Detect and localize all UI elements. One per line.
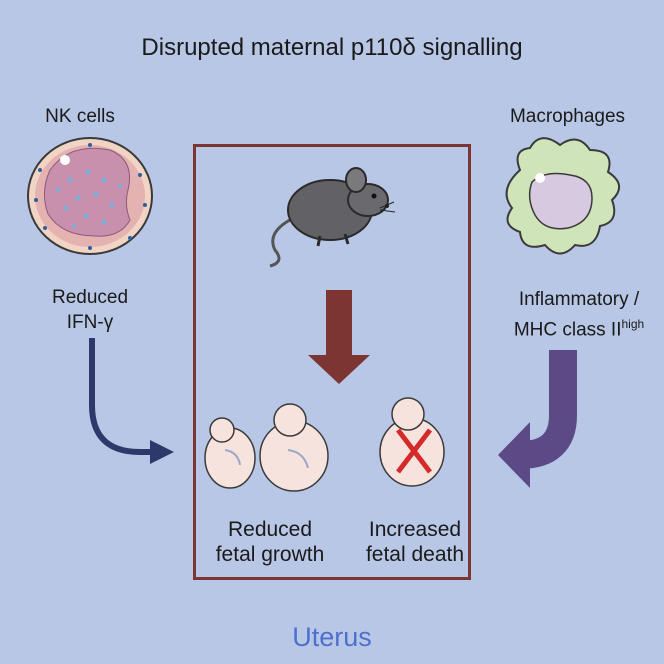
fetus-dead-icon xyxy=(379,397,445,487)
macrophage-effect-label: Inflammatory / MHC class IIhigh xyxy=(494,287,664,342)
reduced-growth-line1: Reduced xyxy=(227,518,313,541)
nk-arrow-icon xyxy=(89,338,174,464)
reduced-growth-label: Reduced fetal growth xyxy=(205,517,335,567)
macrophage-icon xyxy=(505,137,620,255)
nk-effect-label: Reduced IFN-γ xyxy=(35,285,145,335)
nk-cell-icon xyxy=(27,137,153,255)
nk-cells-label: NK cells xyxy=(45,106,115,127)
nk-effect-line2: IFN-γ xyxy=(66,312,114,333)
increased-death-label: Increased fetal death xyxy=(355,517,475,567)
down-arrow-icon xyxy=(308,290,370,384)
figure-title: Disrupted maternal p110δ signalling xyxy=(141,34,523,61)
cross-icon xyxy=(396,428,432,474)
macrophage-arrow-icon xyxy=(498,350,577,488)
fetus-medium-icon xyxy=(259,403,329,492)
outcome-box xyxy=(193,144,471,580)
macrophage-effect-sup: high xyxy=(621,317,645,331)
mouse-icon xyxy=(269,167,396,268)
macrophage-effect-line2: MHC class II xyxy=(513,319,622,341)
increased-death-line1: Increased xyxy=(368,518,462,541)
reduced-growth-line2: fetal growth xyxy=(215,543,325,566)
fetus-small-icon xyxy=(204,417,256,489)
increased-death-line2: fetal death xyxy=(365,543,465,566)
uterus-label: Uterus xyxy=(292,622,372,652)
macrophages-label: Macrophages xyxy=(509,106,626,127)
macrophage-effect-line1: Inflammatory / xyxy=(518,289,640,310)
nk-effect-line1: Reduced xyxy=(51,287,129,308)
